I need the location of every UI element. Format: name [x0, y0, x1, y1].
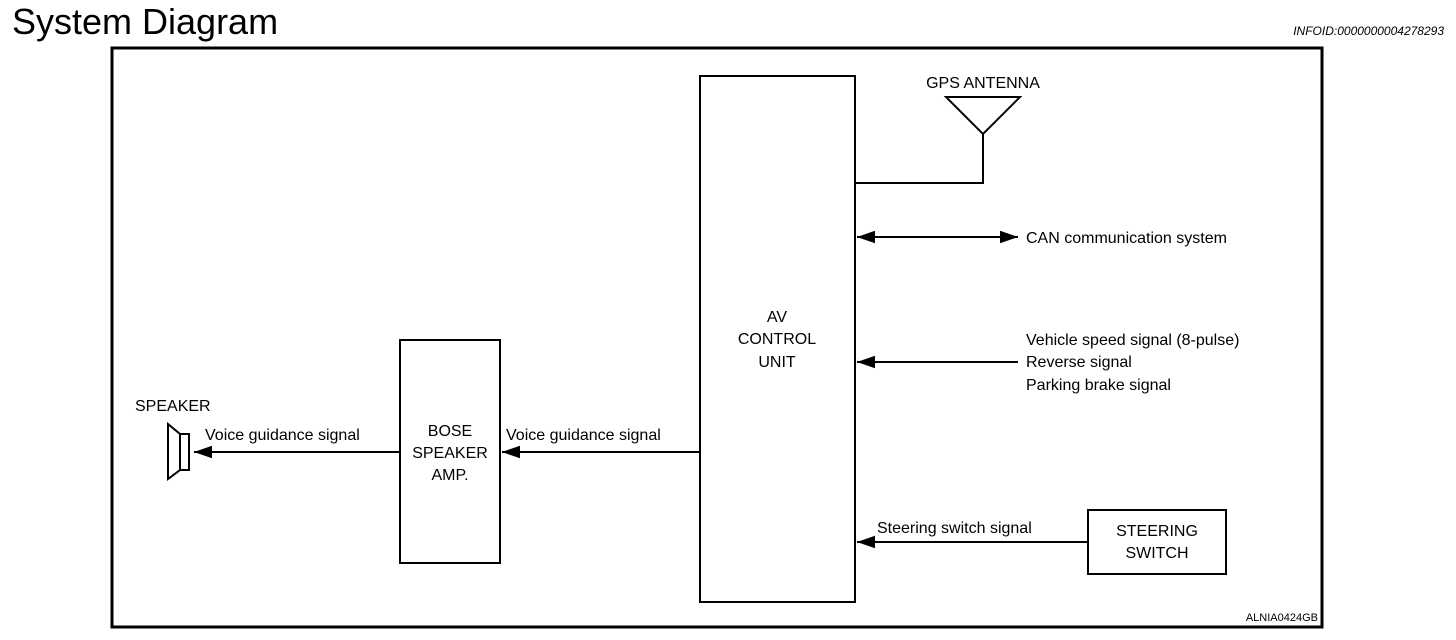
steering-switch-signal-label: Steering switch signal [877, 520, 1032, 537]
diagram-frame [110, 46, 1324, 629]
info-id: INFOID:0000000004278293 [1293, 24, 1444, 38]
bose-speaker-amp: BOSE SPEAKER AMP. [399, 339, 501, 564]
bose-speaker-amp-box [399, 339, 501, 564]
steering-switch-box [1087, 509, 1227, 575]
av-unit-label-3: UNIT [758, 354, 796, 371]
figure-code: ALNIA0424GB [1246, 612, 1318, 624]
av-unit-label-2: CONTROL [738, 331, 816, 348]
speaker-label: SPEAKER [135, 398, 211, 415]
bose-amp-label-2: SPEAKER [412, 445, 488, 462]
gps-antenna: GPS ANTENNA [855, 75, 1040, 184]
reverse-signal-label: Reverse signal [1026, 354, 1132, 371]
page-title: System Diagram [12, 1, 279, 42]
antenna-icon [943, 96, 1023, 136]
steering-switch-label-1: STEERING [1116, 523, 1198, 540]
gps-antenna-wire [855, 134, 984, 184]
steering-switch: STEERING SWITCH [1087, 509, 1227, 575]
bose-amp-label-1: BOSE [428, 423, 472, 440]
voice-signal-amp-label: Voice guidance signal [506, 427, 661, 444]
av-unit-label-1: AV [767, 309, 787, 326]
av-control-unit-box [699, 75, 856, 603]
speaker: SPEAKER [135, 398, 211, 481]
steering-switch-label-2: SWITCH [1125, 545, 1188, 562]
gps-antenna-label: GPS ANTENNA [926, 75, 1040, 92]
can-system-label: CAN communication system [1026, 230, 1227, 247]
vehicle-speed-signal-label: Vehicle speed signal (8-pulse) [1026, 332, 1239, 349]
speaker-icon [167, 421, 190, 481]
parking-brake-signal-label: Parking brake signal [1026, 377, 1171, 394]
bose-amp-label-3: AMP. [431, 467, 468, 484]
av-control-unit: AV CONTROL UNIT [699, 75, 856, 603]
voice-signal-speaker-label: Voice guidance signal [205, 427, 360, 444]
